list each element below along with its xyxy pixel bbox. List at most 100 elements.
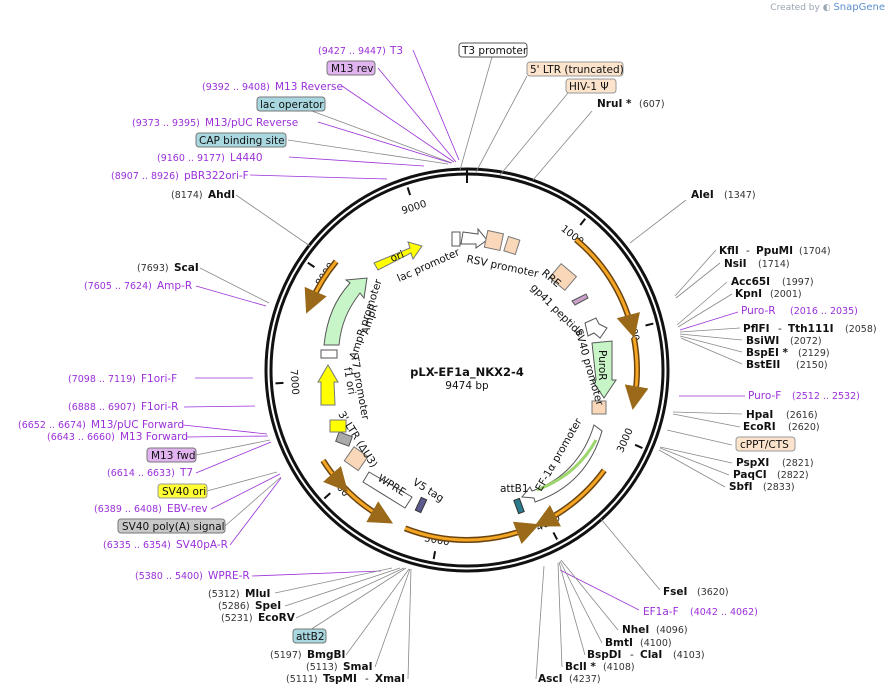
site-acc65i[interactable]: Acc65I [731,276,770,288]
ampr-promoter-shape[interactable] [320,349,338,359]
primer-m13puc-forward[interactable]: M13/pUC Forward [91,419,184,431]
wpre-arrow[interactable] [362,471,413,509]
site-bspei[interactable]: BspEI * [746,347,789,359]
box-cppt[interactable]: cPPT/CTS [740,439,789,451]
site-bspei-pos: (2129) [798,348,830,359]
rsv-arrow[interactable] [460,227,488,249]
orf-arc[interactable] [534,469,606,527]
box-t3-promoter[interactable]: T3 promoter [461,45,528,57]
primer-sv40pa-r[interactable]: SV40pA-R [176,539,228,551]
box-m13-fwd[interactable]: M13 fwd [151,450,196,462]
ltr3-shape[interactable] [343,446,369,472]
primer-m13puc-reverse[interactable]: M13/pUC Reverse [205,117,298,129]
orf-arc[interactable] [624,337,649,411]
label-f1ori: f1 ori [341,366,358,395]
box-attb2[interactable]: attB2 [296,631,325,643]
site-xmai[interactable]: XmaI [375,673,405,685]
puror-arrow[interactable] [591,340,617,399]
site-tth111i[interactable]: Tth111I [788,323,833,335]
box-5ltr[interactable]: 5' LTR (truncated) [530,64,624,76]
site-mlui[interactable]: MluI [245,588,270,600]
site-paqci[interactable]: PaqCI [733,469,767,481]
site-ahdi[interactable]: AhdI [208,189,235,201]
box-lac-operator[interactable]: lac operator [260,99,324,111]
orf-arc[interactable] [304,260,338,314]
ampr-arrow[interactable] [323,277,368,346]
site-pflfi[interactable]: PflFI [743,323,770,335]
f1ori-yellow[interactable] [329,419,347,433]
primer-f1ori-f[interactable]: F1ori-F [141,373,177,385]
gp41-shape[interactable] [571,293,589,306]
site-bcli[interactable]: BclI * [565,661,596,673]
site-asci[interactable]: AscI [538,673,563,685]
primer-puro-f[interactable]: Puro-F [748,390,781,402]
tick-mark [634,443,643,449]
box-hiv-psi[interactable]: HIV-1 Ψ [569,81,609,93]
primer-ebv-rev[interactable]: EBV-rev [167,503,208,515]
site-nrui[interactable]: NruI * [597,98,632,110]
primer-ampr[interactable]: Amp-R [157,280,192,292]
primer-ef1a-f[interactable]: EF1a-F [643,606,679,618]
ltr5-shape[interactable] [483,229,505,252]
site-bmti[interactable]: BmtI [605,637,633,649]
site-pspxi[interactable]: PspXI [736,457,769,469]
primer-m13-reverse[interactable]: M13 Reverse [275,81,343,93]
site-scai[interactable]: ScaI [174,262,199,274]
primer-f1ori-r[interactable]: F1ori-R [141,401,178,413]
ori-arrow[interactable] [373,241,423,271]
f1ori-arrow[interactable] [317,364,339,406]
leader-line [677,293,733,328]
psi-shape[interactable] [503,235,521,256]
orf-arc[interactable] [321,459,348,492]
ef1a-inner-orf [536,439,598,492]
v5tag-shape[interactable] [414,496,428,514]
primer-l4440[interactable]: L4440 [230,152,263,164]
site-bsiwi[interactable]: BsiWI [746,335,779,347]
puror-end-shape[interactable] [591,400,607,415]
primer-m13-forward[interactable]: M13 Forward [120,431,188,443]
rre-shape[interactable] [548,262,578,292]
site-kfli[interactable]: KflI [719,245,739,257]
site-tspmi[interactable]: TspMI [323,673,357,685]
primer-wpre-r[interactable]: WPRE-R [208,570,250,582]
box-sv40-ori[interactable]: SV40 ori [162,486,206,498]
site-nsii[interactable]: NsiI [724,258,747,270]
site-kpni[interactable]: KpnI [735,288,762,300]
site-sbfi[interactable]: SbfI [729,481,753,493]
site-spei[interactable]: SpeI [255,600,281,612]
primer-t3[interactable]: T3 [389,45,403,57]
site-bspdi[interactable]: BspDI [587,649,621,661]
site-bspdi-pos: (4103) [673,650,705,661]
box-m13-rev[interactable]: M13 rev [331,63,374,75]
primer-t7[interactable]: T7 [179,467,193,479]
site-hpai[interactable]: HpaI [746,409,773,421]
box-sv40-polya[interactable]: SV40 poly(A) signal [122,521,225,533]
site-nhei[interactable]: NheI [622,624,649,636]
leader-line [558,561,586,656]
orf-arc[interactable] [404,521,540,545]
site-fsei-pos: (3620) [697,587,729,598]
site-fsei[interactable]: FseI [663,586,687,598]
site-bmgbi[interactable]: BmgBI [307,649,345,661]
site-ecori[interactable]: EcoRI [743,421,776,433]
site-ppumi[interactable]: PpuMI [756,245,793,257]
lac-promoter-shape[interactable] [451,231,461,247]
site-smai[interactable]: SmaI [343,661,373,673]
site-ecorv[interactable]: EcoRV [258,612,296,624]
primer-puro-f-range: (2512 .. 2532) [792,391,860,402]
orf-arc[interactable] [575,238,640,339]
site-alei[interactable]: AleI [691,189,714,201]
t7-shape[interactable] [335,431,353,447]
primer-pbr322[interactable]: pBR322ori-F [184,170,249,182]
ef1a-arrow[interactable] [521,424,603,503]
site-bsteii[interactable]: BstEII [746,359,780,371]
box-cap-binding[interactable]: CAP binding site [199,135,285,147]
leader-line [249,174,388,180]
site-kpni-pos: (2001) [770,289,802,300]
leader-line [629,199,687,244]
leader-line [535,565,545,680]
primer-puro-r[interactable]: Puro-R [741,305,776,317]
attb1-shape[interactable] [513,497,525,515]
site-clai[interactable]: ClaI [640,649,662,661]
sv40-promoter-arrow[interactable] [584,317,608,339]
